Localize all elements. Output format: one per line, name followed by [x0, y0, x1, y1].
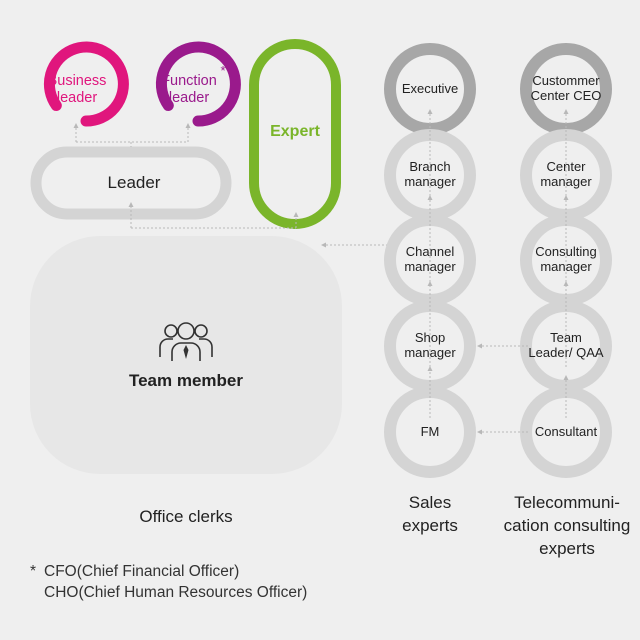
tele-label-ceo: Custommer Center CEO	[530, 73, 602, 103]
sales-label-executive: Executive	[401, 80, 459, 96]
tele-label-consultant: Consultant	[534, 423, 598, 439]
function-leader-label: Function leader	[161, 73, 217, 106]
function-footnote-mark: *	[220, 62, 226, 78]
office-clerks-caption: Office clerks	[139, 507, 233, 526]
function-leader-ring	[155, 41, 241, 127]
sales-label-branch: Branch manager	[404, 159, 456, 189]
footnote-line-cfo: CFO(Chief Financial Officer)	[44, 563, 240, 580]
team-member-label: Team member	[128, 371, 243, 391]
expert-label: Expert	[270, 122, 320, 140]
footnote: * CFO(Chief Financial Officer) CHO(Chief…	[30, 562, 307, 604]
tele-experts-caption: Telecommuni- cation consulting experts	[503, 493, 631, 558]
tele-label-teamleader: Team Leader/ QAA	[528, 330, 604, 360]
footnote-line-cho: CHO(Chief Human Resources Officer)	[44, 583, 308, 601]
sales-label-shop: Shop manager	[404, 330, 456, 360]
tele-label-consulting: Consulting manager	[535, 244, 597, 274]
leader-label: Leader	[107, 173, 161, 193]
tele-label-center: Center manager	[540, 159, 592, 189]
sales-label-channel: Channel manager	[404, 244, 456, 274]
column-connectors	[427, 109, 569, 435]
office-connectors	[73, 123, 388, 248]
footnote-mark: *	[30, 563, 37, 580]
business-leader-ring	[43, 41, 129, 127]
business-leader-label: Business leader	[47, 73, 107, 106]
sales-label-fm: FM	[420, 423, 440, 439]
team-people-icon	[159, 322, 213, 361]
sales-experts-caption: Sales experts	[402, 493, 458, 535]
expert-pill	[249, 39, 341, 229]
